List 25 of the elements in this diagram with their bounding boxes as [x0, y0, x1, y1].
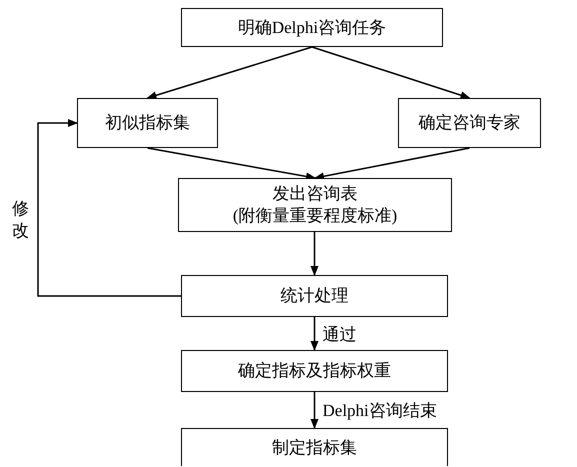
process-box	[178, 178, 452, 232]
arrow	[314, 147, 470, 180]
box-text: 明确Delphi咨询任务	[238, 16, 386, 38]
arrow	[310, 317, 318, 351]
edge-label: Delphi咨询结束	[322, 400, 437, 422]
edge-label: 修改	[12, 198, 29, 242]
box-text: 初似指标集	[105, 112, 190, 134]
process-box	[181, 8, 443, 47]
box-text: 确定咨询专家	[418, 112, 520, 134]
box-text: (附衡量重要程度标准)	[232, 205, 398, 227]
arrow	[37, 119, 181, 297]
process-box	[77, 98, 218, 148]
arrow	[312, 46, 470, 100]
arrow	[147, 147, 316, 180]
arrow	[310, 392, 318, 429]
process-box	[398, 98, 541, 148]
box-text: 制定指标集	[272, 436, 357, 458]
box-text: 发出咨询表	[272, 183, 358, 205]
box-text: 确定指标及指标权重	[238, 360, 391, 382]
arrow	[146, 46, 312, 100]
process-box	[181, 350, 448, 392]
box-text: 统计处理	[280, 285, 348, 307]
process-box	[181, 275, 448, 317]
arrow	[310, 232, 318, 276]
process-box	[181, 428, 448, 466]
